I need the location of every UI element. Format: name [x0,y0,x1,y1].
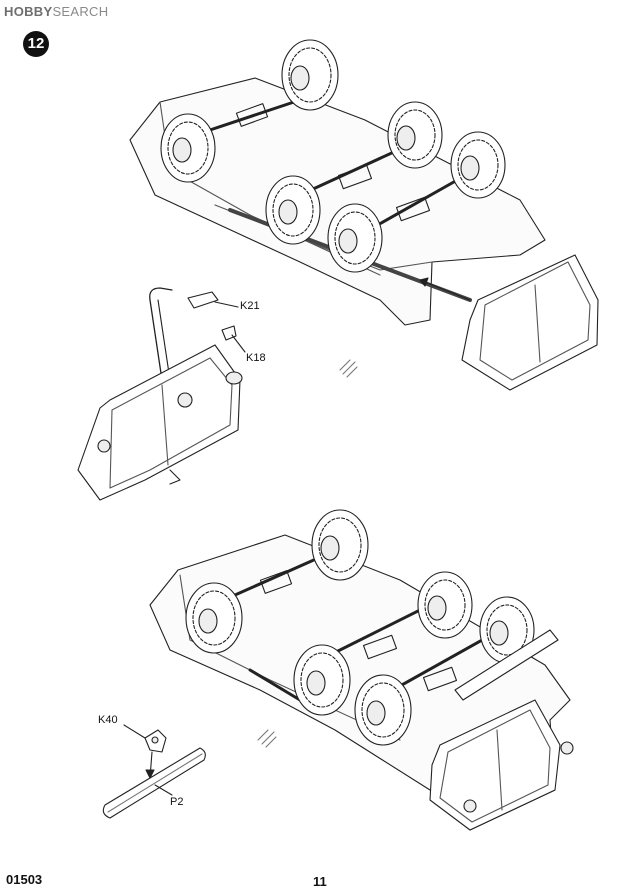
top-axle-1 [208,98,302,132]
top-wheel-5 [327,203,383,273]
door-panel [77,344,241,501]
bottom-wheel-1 [185,582,243,654]
bottom-wheel-5 [354,674,412,746]
page-number: 11 [313,874,327,889]
label-k18: K18 [246,352,266,364]
label-k40: K40 [98,714,118,726]
top-wheel-4 [387,101,443,169]
watermark-brand: HOBBY [4,4,53,19]
step-number-badge: 12 [23,31,49,57]
bottom-hull-assembly [149,509,574,831]
bottom-wheel-4 [417,571,473,639]
label-p2: P2 [170,796,184,808]
k21-leader [214,301,239,308]
bottom-wheel-2 [311,509,369,581]
bottom-axle-1 [233,553,327,597]
top-wheel-2 [281,39,339,111]
top-wheel-3 [265,175,321,245]
bottom-rear-door [429,699,561,831]
product-code: 01503 [6,872,43,887]
p2-leader [154,784,173,796]
watermark-logo: HOBBYSEARCH [4,4,108,19]
watermark-suffix: SEARCH [52,4,109,19]
k40-p2-subassembly [102,724,206,819]
top-hull-assembly [129,39,599,391]
top-wheel-6 [450,131,506,199]
bottom-wheel-3 [293,644,351,716]
k18-leader [231,334,246,353]
grab-handle-rod [149,287,173,381]
top-rear-door [461,254,599,391]
top-door-arrow [419,279,471,301]
k40-leader [123,724,146,739]
door-subassembly [77,287,246,501]
installed-tube [454,629,559,701]
label-k21: K21 [240,300,260,312]
top-wheel-1 [160,113,216,183]
bottom-wheel-6 [479,596,535,664]
k21-part [187,291,219,309]
